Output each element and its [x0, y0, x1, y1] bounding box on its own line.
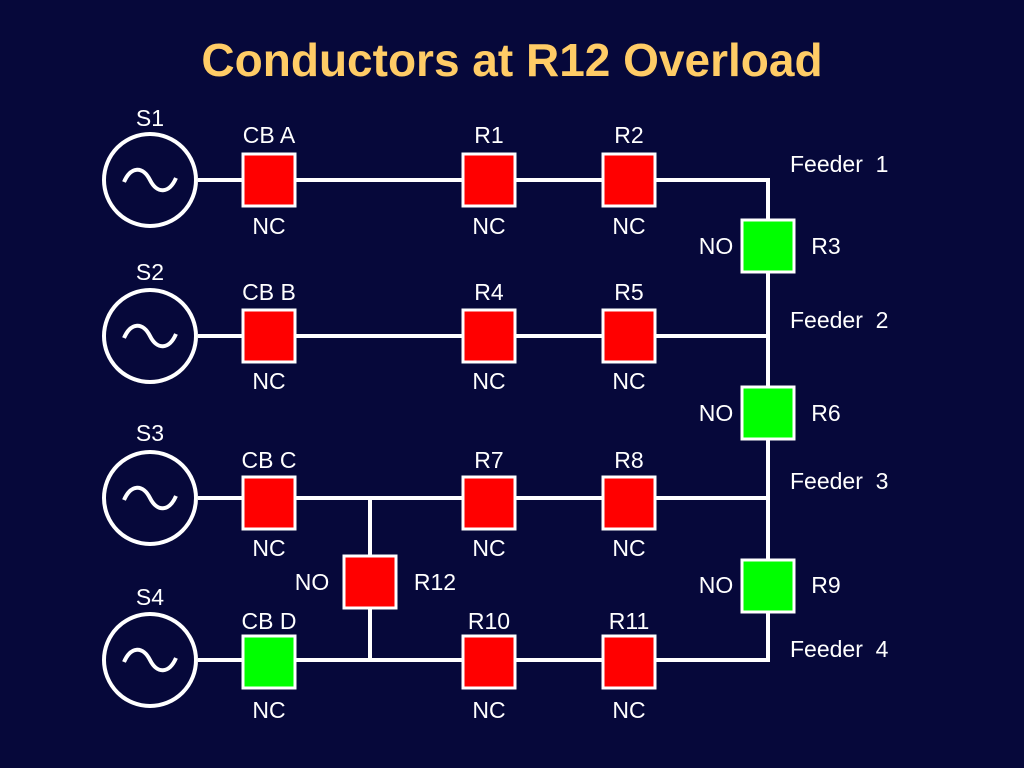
tie-state: NO [295, 569, 330, 595]
recloser-label: R8 [614, 447, 643, 473]
switch-box[interactable] [461, 152, 517, 208]
breaker-state: NC [252, 697, 285, 723]
recloser-label: R4 [474, 279, 504, 305]
breaker-label: CB A [243, 122, 296, 148]
switch-box[interactable] [601, 308, 657, 364]
recloser-r11[interactable]: R11 NC [601, 608, 657, 723]
switch-box[interactable] [601, 152, 657, 208]
switch-box[interactable] [601, 634, 657, 690]
breaker-state: NC [252, 368, 285, 394]
recloser-r8[interactable]: R8 NC [601, 447, 657, 561]
tie-state: NO [699, 572, 734, 598]
source-s3: S3 [102, 420, 198, 546]
source-label: S4 [136, 584, 164, 610]
recloser-label: R11 [609, 608, 650, 634]
sine-wave-icon [122, 647, 178, 673]
feeder-label-4: Feeder 4 [790, 636, 889, 662]
recloser-r7[interactable]: R7 NC [461, 447, 517, 561]
recloser-label: R10 [468, 608, 510, 634]
breaker-state: NC [252, 213, 285, 239]
recloser-r2[interactable]: R2 NC [601, 122, 657, 239]
switch-box[interactable] [241, 475, 297, 531]
recloser-label: R7 [474, 447, 503, 473]
switch-box[interactable] [342, 554, 398, 610]
switch-box[interactable] [740, 385, 796, 441]
tie-switch-r12[interactable]: NO R12 [295, 554, 456, 610]
source-label: S2 [136, 259, 164, 285]
sine-wave-icon [122, 323, 178, 349]
switch-box[interactable] [241, 152, 297, 208]
source-s4: S4 [102, 584, 198, 708]
source-s2: S2 [102, 259, 198, 384]
breaker-label: CB C [242, 447, 297, 473]
switch-box[interactable] [241, 634, 297, 690]
switch-box[interactable] [241, 308, 297, 364]
page-title: Conductors at R12 Overload [201, 34, 823, 86]
feeder-label-2: Feeder 2 [790, 307, 888, 333]
recloser-label: R5 [614, 279, 643, 305]
recloser-label: R1 [474, 122, 503, 148]
breaker-cb-a[interactable]: CB A NC [241, 122, 297, 239]
recloser-r1[interactable]: R1 NC [461, 122, 517, 239]
recloser-state: NC [472, 368, 505, 394]
tie-label: R12 [414, 569, 456, 595]
switch-box[interactable] [740, 558, 796, 614]
recloser-label: R2 [614, 122, 643, 148]
recloser-state: NC [612, 535, 645, 561]
tie-switch-r6[interactable]: NO R6 [699, 385, 841, 441]
tie-label: R3 [811, 233, 840, 259]
tie-state: NO [699, 233, 734, 259]
switch-box[interactable] [601, 475, 657, 531]
breaker-cb-b[interactable]: CB B NC [241, 279, 297, 394]
switch-box[interactable] [461, 308, 517, 364]
sine-wave-icon [122, 167, 178, 193]
source-label: S3 [136, 420, 164, 446]
sine-wave-icon [122, 485, 178, 511]
feeder-label-3: Feeder 3 [790, 468, 888, 494]
recloser-state: NC [612, 213, 645, 239]
recloser-state: NC [472, 213, 505, 239]
breaker-label: CB B [242, 279, 296, 305]
switch-box[interactable] [740, 218, 796, 274]
recloser-state: NC [472, 697, 505, 723]
tie-switch-r9[interactable]: NO R9 [699, 558, 841, 614]
breaker-label: CB D [242, 608, 297, 634]
recloser-state: NC [472, 535, 505, 561]
switch-box[interactable] [461, 634, 517, 690]
wiring [198, 178, 770, 662]
recloser-r4[interactable]: R4 NC [461, 279, 517, 394]
source-s1: S1 [102, 105, 198, 228]
breaker-cb-c[interactable]: CB C NC [241, 447, 297, 561]
breaker-state: NC [252, 535, 285, 561]
tie-label: R6 [811, 400, 840, 426]
recloser-state: NC [612, 368, 645, 394]
tie-state: NO [699, 400, 734, 426]
tie-label: R9 [811, 572, 840, 598]
source-label: S1 [136, 105, 164, 131]
recloser-r5[interactable]: R5 NC [601, 279, 657, 394]
breaker-cb-d[interactable]: CB D NC [241, 608, 297, 723]
feeder-label-1: Feeder 1 [790, 151, 888, 177]
tie-switch-r3[interactable]: NO R3 [699, 218, 841, 274]
recloser-r10[interactable]: R10 NC [461, 608, 517, 723]
switch-box[interactable] [461, 475, 517, 531]
recloser-state: NC [612, 697, 645, 723]
